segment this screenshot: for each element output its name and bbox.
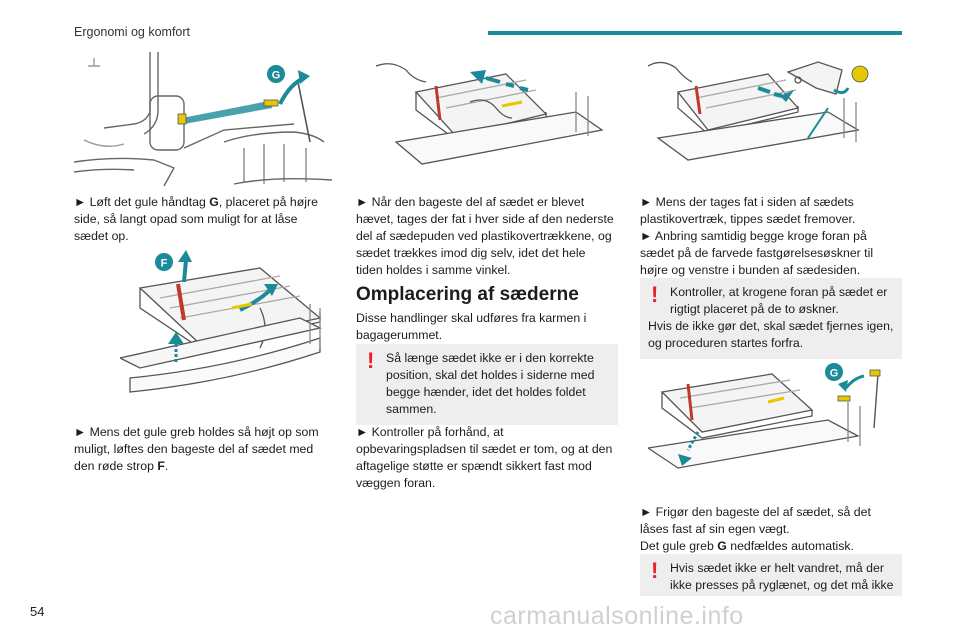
illustration-seat-hooks <box>648 52 888 162</box>
step-release-seat: ► Frigør den bageste del af sædet, så de… <box>640 505 871 553</box>
fig-badge-letter: G <box>272 70 281 82</box>
illustration-seat-release-G: G <box>648 362 888 472</box>
header-accent-bar <box>488 31 902 35</box>
watermark: carmanualsonline.info <box>490 602 744 630</box>
warning-icon: ! <box>367 348 375 373</box>
step-tip-seat: ► Mens der tages fat i siden af sædets p… <box>640 195 856 226</box>
header-title: Ergonomi og komfort <box>74 25 191 39</box>
warning-icon: ! <box>651 282 659 307</box>
warning-icon: ! <box>651 558 659 583</box>
warning-box-hold-seat: ! Så længe sædet ikke er i den korrekte … <box>356 344 618 425</box>
step-check-storage: ► Kontroller på forhånd, at opbevaringsp… <box>356 425 613 490</box>
step-place-hooks: ► Anbring samtidig begge kroge foran på … <box>640 229 874 277</box>
fig-badge-letter: G <box>830 368 839 380</box>
step-pull-seat: ► Når den bageste del af sædet er blevet… <box>356 195 614 277</box>
illustration-seat-strap-F: F <box>120 248 330 408</box>
fig-badge-letter: F <box>161 258 168 270</box>
step-lift-handle: ► Løft det gule håndtag G, placeret på h… <box>74 195 318 243</box>
illustration-seat-pull <box>376 52 606 172</box>
section-title: Omplacering af sæderne <box>356 284 579 305</box>
step-lift-strap: ► Mens det gule greb holdes så højt op s… <box>74 425 319 473</box>
warning-box-level: ! Hvis sædet ikke er helt vandret, må de… <box>640 554 902 596</box>
page-number: 54 <box>30 604 45 619</box>
section-intro: Disse handlinger skal udføres fra karmen… <box>356 311 587 342</box>
warning-box-hooks: ! Kontroller, at krogene foran på sædet … <box>640 278 902 359</box>
illustration-seat-handle-G: G <box>74 52 332 192</box>
